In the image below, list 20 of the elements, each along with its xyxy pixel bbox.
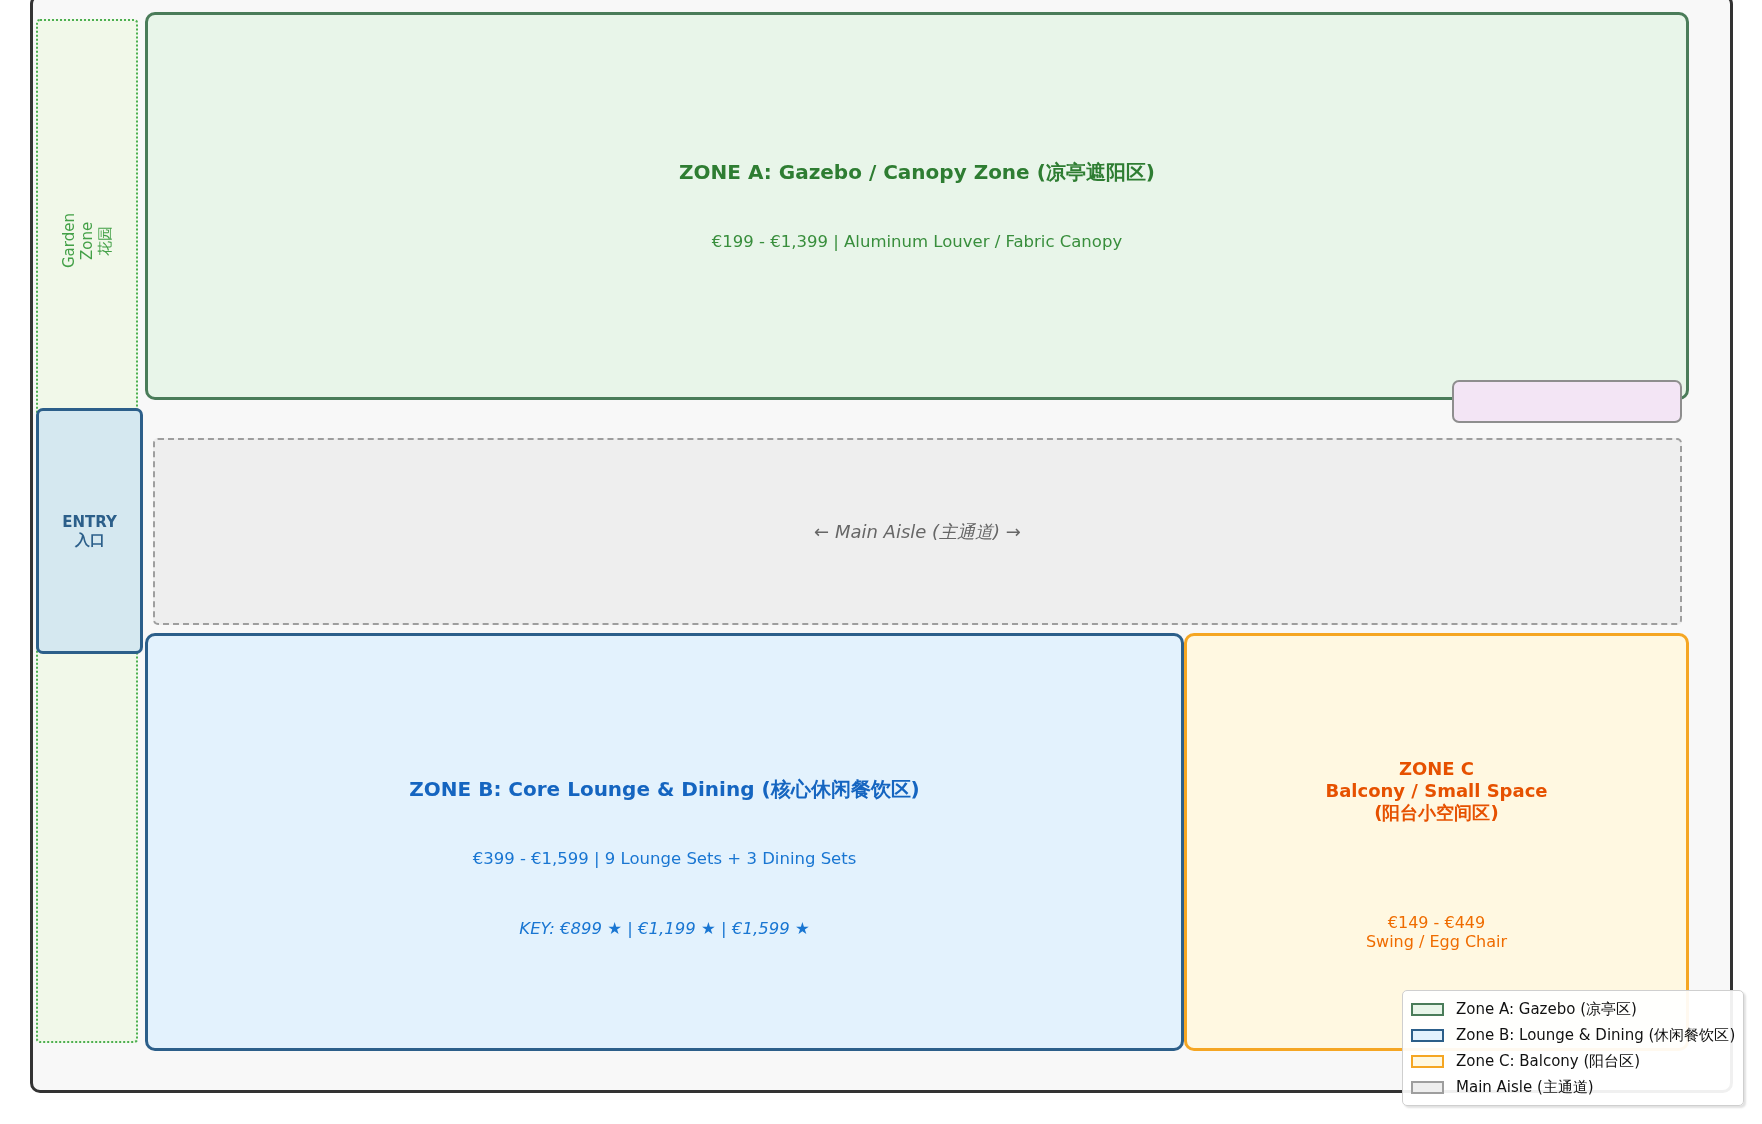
- entry-label: ENTRY 入口: [61, 513, 118, 549]
- legend-label: Zone A: Gazebo (凉亭区): [1456, 1000, 1637, 1018]
- legend-label: Main Aisle (主通道): [1456, 1078, 1594, 1096]
- zone-description: Swing / Egg Chair: [1365, 932, 1508, 952]
- zone-description: €199 - €1,399 | Aluminum Louver / Fabric Canopy: [711, 232, 1123, 252]
- legend-label: Zone C: Balcony (阳台区): [1456, 1052, 1641, 1070]
- zone-panel: [145, 633, 1184, 1051]
- zone-panel: [145, 12, 1689, 400]
- aisle-label: ← Main Aisle (主通道) →: [814, 520, 1021, 543]
- zone-title: ZONE C: [1398, 758, 1475, 780]
- price-range: €149 - €449: [1387, 913, 1486, 933]
- zone-description: €399 - €1,599 | 9 Lounge Sets + 3 Dining Sets: [472, 849, 857, 869]
- key-items-note: KEY: €899 ★ | €1,199 ★ | €1,599 ★: [519, 919, 810, 939]
- zone-title: ZONE A: Gazebo / Canopy Zone (凉亭遮阳区): [679, 160, 1155, 185]
- vertical-label: Garden Zone 花园: [60, 212, 114, 271]
- zone-title: ZONE B: Core Lounge & Dining (核心休闲餐饮区): [409, 777, 920, 802]
- aisle-area: [153, 438, 1682, 625]
- zone-subtitle: Balcony / Small Space (阳台小空间区): [1324, 780, 1549, 824]
- legend-label: Zone B: Lounge & Dining (休闲餐饮区): [1456, 1026, 1736, 1044]
- blank-panel: [1452, 380, 1682, 423]
